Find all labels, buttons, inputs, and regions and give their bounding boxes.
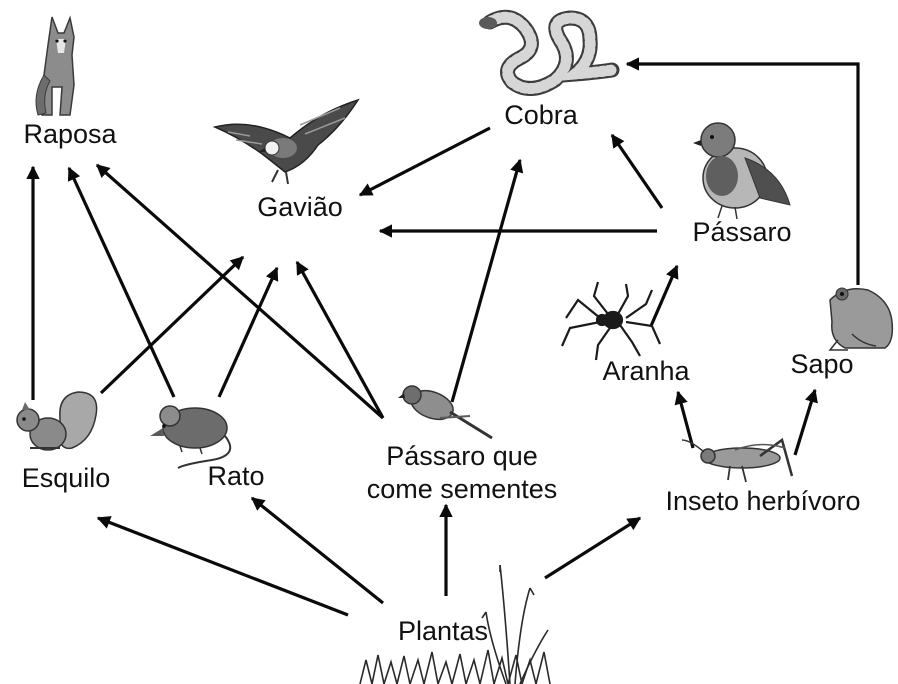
squirrel-icon <box>16 391 98 451</box>
seed-bird-icon <box>398 385 493 440</box>
hawk-icon <box>212 98 360 185</box>
arrow-esquilo-gaviao <box>99 255 245 395</box>
arrow-passaro-sementes-cobra <box>450 158 524 403</box>
label-esquilo: Esquilo <box>22 463 111 493</box>
label-cobra: Cobra <box>504 100 579 130</box>
arrow-cobra-gaviao <box>358 126 491 197</box>
spider-icon <box>560 281 662 361</box>
arrow-passaro-cobra <box>610 133 664 209</box>
fox-icon <box>35 15 75 116</box>
arrow-rato-gaviao <box>217 266 279 398</box>
label-inseto: Inseto herbívoro <box>665 486 860 516</box>
label-raposa: Raposa <box>23 119 117 149</box>
frog-icon <box>828 287 894 351</box>
label-sapo: Sapo <box>790 349 853 379</box>
arrow-passaro-sementes-gaviao <box>295 260 385 419</box>
label-passaro-sementes-line1: Pássaro que <box>386 441 538 471</box>
label-aranha: Aranha <box>602 356 690 386</box>
snake-icon <box>479 9 620 96</box>
arrow-inseto-aranha <box>674 390 695 449</box>
grasshopper-icon <box>681 437 794 483</box>
arrow-rato-raposa <box>67 166 176 398</box>
arrow-plantas-inseto <box>544 516 642 580</box>
label-rato: Rato <box>207 461 264 491</box>
arrow-plantas-rato <box>250 496 385 605</box>
arrow-passaro-sementes-raposa <box>95 163 385 420</box>
arrow-sapo-cobra <box>625 57 860 285</box>
label-passaro: Pássaro <box>692 217 791 247</box>
arrow-plantas-esquilo <box>96 516 349 617</box>
label-passaro-sementes-line2: come sementes <box>367 474 558 504</box>
label-gaviao: Gavião <box>257 192 343 222</box>
labels: Raposa Gavião Cobra Pássaro Aranha Sapo … <box>22 100 861 646</box>
label-plantas: Plantas <box>398 616 488 646</box>
mouse-icon <box>150 405 232 469</box>
arrow-inseto-sapo <box>793 388 818 456</box>
grass-icon <box>359 564 551 684</box>
arrow-aranha-passaro <box>649 264 679 327</box>
bird-icon <box>693 122 791 220</box>
